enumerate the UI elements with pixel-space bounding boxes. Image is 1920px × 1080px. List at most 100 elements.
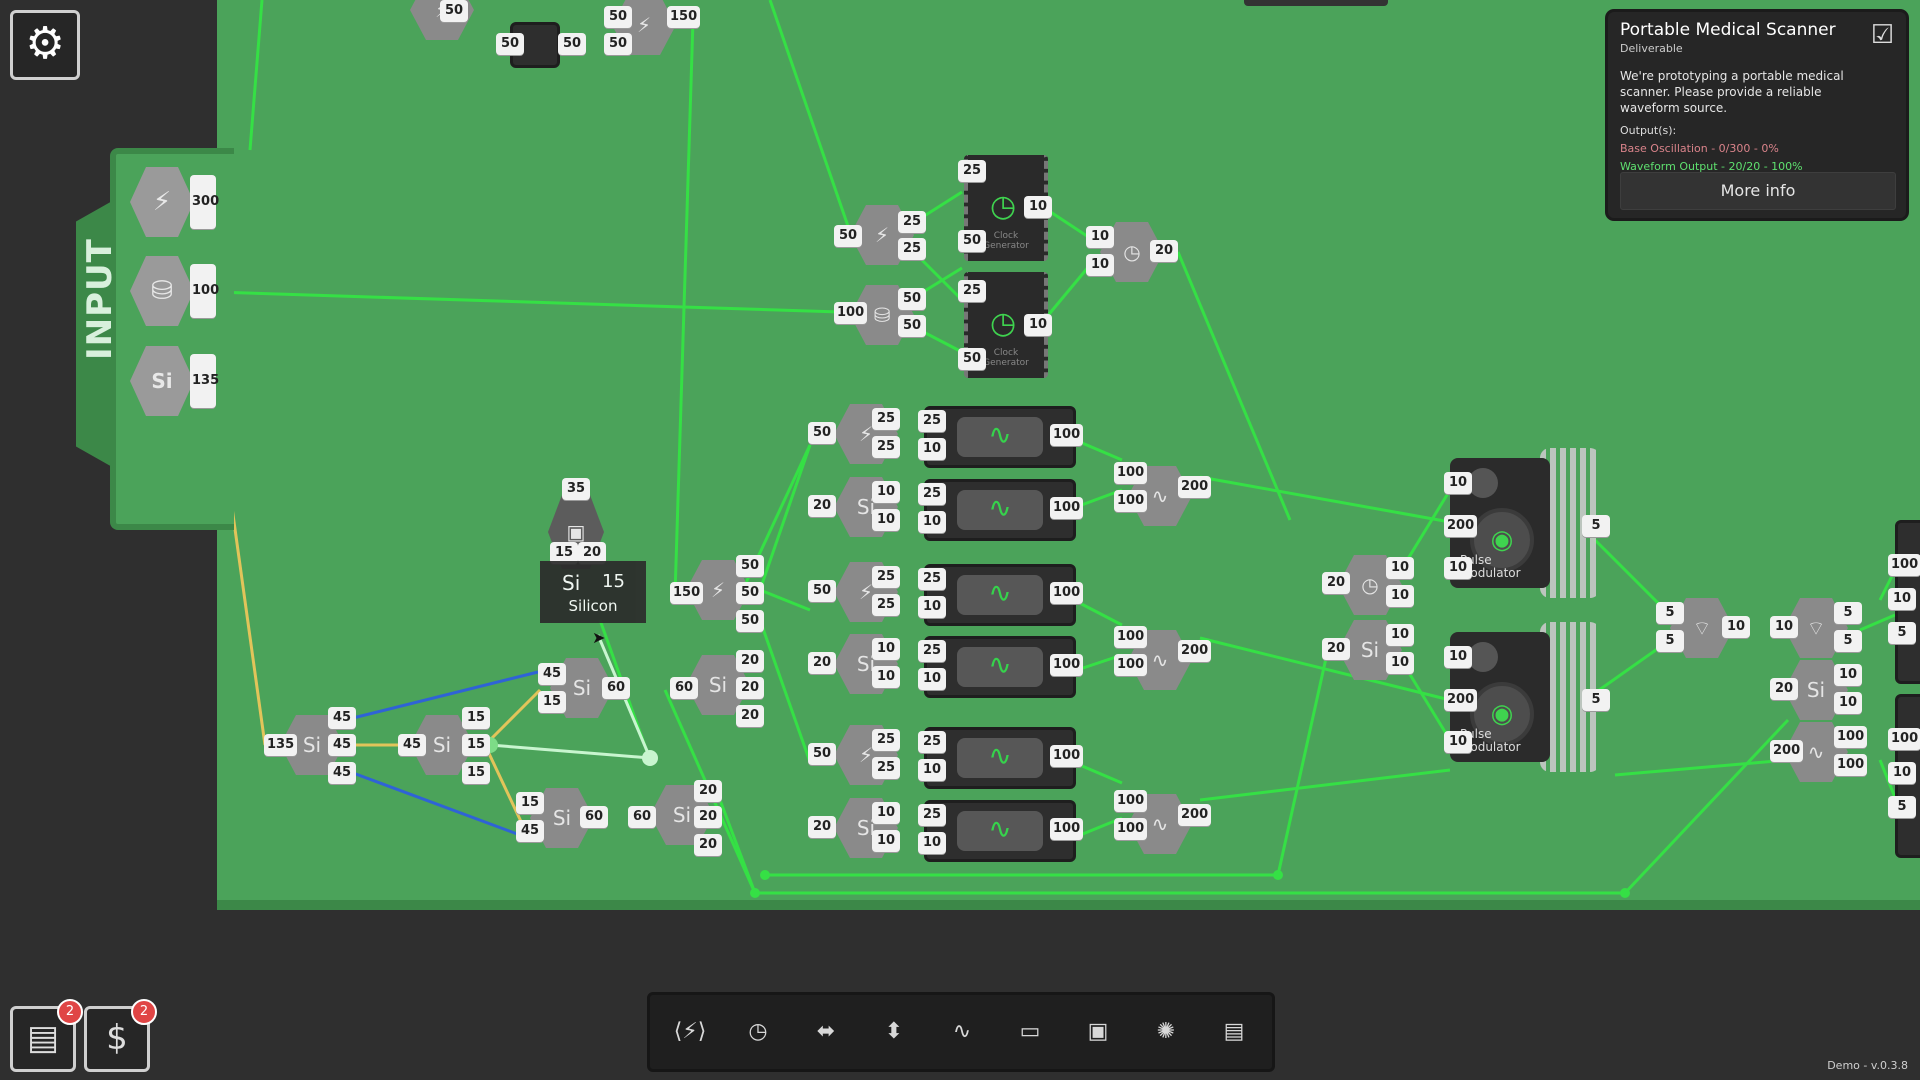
- splitter-in-port[interactable]: 50: [808, 743, 836, 765]
- oscillator-in-port[interactable]: 25: [918, 568, 946, 590]
- processor-chip-tool-button[interactable]: ▣: [1072, 1007, 1124, 1057]
- silicon-merge-bottom-out[interactable]: 60: [580, 806, 608, 828]
- power-split-clock-out-1[interactable]: 25: [898, 211, 926, 233]
- top-chip-in[interactable]: 50: [496, 33, 524, 55]
- splitter-in-port[interactable]: 20: [808, 816, 836, 838]
- clock-merge-out[interactable]: 20: [1150, 240, 1178, 262]
- wave-merge-out-port[interactable]: 200: [1178, 804, 1212, 826]
- splitter-out-port[interactable]: 25: [872, 408, 900, 430]
- splitter-out-port[interactable]: 10: [872, 666, 900, 688]
- splitter-out-port[interactable]: 10: [872, 802, 900, 824]
- wave-merge-out-port[interactable]: 200: [1178, 476, 1212, 498]
- wide-chip-tool-button[interactable]: ▭: [1004, 1007, 1056, 1057]
- clock-split-20-out-2[interactable]: 10: [1386, 585, 1414, 607]
- oscillator-in-port[interactable]: 25: [918, 410, 946, 432]
- splitter-out-port[interactable]: 10: [872, 830, 900, 852]
- wifi-merge-in-2[interactable]: 5: [1656, 630, 1684, 652]
- splitter-out-port[interactable]: 10: [872, 509, 900, 531]
- wave-merge-in-port[interactable]: 100: [1114, 490, 1148, 512]
- vertical-chip-top[interactable]: 35: [562, 478, 590, 500]
- pm1-out[interactable]: 5: [1582, 515, 1610, 537]
- clock-merge-in-2[interactable]: 10: [1086, 254, 1114, 276]
- oscillator-chip[interactable]: ∿: [924, 406, 1076, 468]
- splitter-out-port[interactable]: 10: [872, 481, 900, 503]
- wifi-merge-in-1[interactable]: 5: [1656, 602, 1684, 624]
- silicon-split-45-in[interactable]: 45: [398, 734, 426, 756]
- power-merge-out[interactable]: 150: [667, 6, 701, 28]
- checklist-icon[interactable]: ☑: [1870, 20, 1894, 50]
- oscillator-out-port[interactable]: 100: [1050, 654, 1084, 676]
- oscillator-chip[interactable]: ∿: [924, 564, 1076, 626]
- oscillator-in-port[interactable]: 25: [918, 483, 946, 505]
- clock-chip-tool-button[interactable]: ◷: [732, 1007, 784, 1057]
- settings-button[interactable]: ⚙: [10, 10, 80, 80]
- clock-merge-in-1[interactable]: 10: [1086, 226, 1114, 248]
- silicon-split-right-out-1[interactable]: 10: [1834, 664, 1862, 686]
- oscillator-out-port[interactable]: 100: [1050, 818, 1084, 840]
- power-split-150-out-1[interactable]: 50: [736, 555, 764, 577]
- splitter-in-port[interactable]: 20: [808, 652, 836, 674]
- splitter-out-port[interactable]: 25: [872, 566, 900, 588]
- power-merge-in-1[interactable]: 50: [604, 6, 632, 28]
- silicon-source-output[interactable]: 135: [190, 354, 219, 408]
- vertical-chip-bottom-2[interactable]: 20: [578, 542, 606, 564]
- oscillator-in-port[interactable]: 10: [918, 511, 946, 533]
- splitter-in-port[interactable]: 50: [808, 422, 836, 444]
- splitter-tool-button[interactable]: ⟨⚡⟩: [664, 1007, 716, 1057]
- splitter-out-port[interactable]: 10: [872, 638, 900, 660]
- splitter-out-port[interactable]: 25: [872, 757, 900, 779]
- pm2-out[interactable]: 5: [1582, 689, 1610, 711]
- clock-split-20-out-1[interactable]: 10: [1386, 557, 1414, 579]
- cylinder-source-node[interactable]: ⛁ 100: [130, 256, 219, 326]
- pm2-in-1[interactable]: 10: [1444, 646, 1472, 668]
- wave-merge-out-port[interactable]: 200: [1178, 640, 1212, 662]
- wifi-split-out-2[interactable]: 5: [1834, 630, 1862, 652]
- cylinder-split-out-2[interactable]: 50: [898, 315, 926, 337]
- power-split-150-out-2[interactable]: 50: [736, 582, 764, 604]
- edge-chip-top-port-3[interactable]: 5: [1888, 622, 1916, 644]
- wave-split-right-out-1[interactable]: 100: [1834, 726, 1868, 748]
- silicon-split-45-out-3[interactable]: 15: [462, 762, 490, 784]
- oscillator-chip-tool-button[interactable]: ∿: [936, 1007, 988, 1057]
- edge-chip-bottom-port-1[interactable]: 100: [1888, 728, 1920, 750]
- silicon-split-60-out-1[interactable]: 20: [736, 650, 764, 672]
- tasks-button[interactable]: ▤ 2: [10, 999, 83, 1072]
- silicon-split-60-out-2[interactable]: 20: [736, 677, 764, 699]
- splitter-out-port[interactable]: 25: [872, 729, 900, 751]
- modulator-chip-tool-button[interactable]: ✺: [1140, 1007, 1192, 1057]
- oscillator-in-port[interactable]: 10: [918, 759, 946, 781]
- oscillator-out-port[interactable]: 100: [1050, 424, 1084, 446]
- pm1-in-3[interactable]: 10: [1444, 557, 1472, 579]
- oscillator-in-port[interactable]: 10: [918, 596, 946, 618]
- pulse-modulator-1[interactable]: ◉ Pulse Modulator: [1420, 448, 1600, 598]
- oscillator-chip[interactable]: ∿: [924, 727, 1076, 789]
- silicon-split-135-out-3[interactable]: 45: [328, 762, 356, 784]
- merger-tool-button[interactable]: ⬌: [800, 1007, 852, 1057]
- silicon-split-20-in[interactable]: 20: [1322, 638, 1350, 660]
- converter-tool-button[interactable]: ⬍: [868, 1007, 920, 1057]
- wave-merge-in-port[interactable]: 100: [1114, 462, 1148, 484]
- oscillator-in-port[interactable]: 10: [918, 438, 946, 460]
- oscillator-out-port[interactable]: 100: [1050, 582, 1084, 604]
- board-chip-tool-button[interactable]: ▤: [1208, 1007, 1260, 1057]
- silicon-split-right-out-2[interactable]: 10: [1834, 692, 1862, 714]
- cylinder-split-out-1[interactable]: 50: [898, 288, 926, 310]
- shop-button[interactable]: $ 2: [84, 999, 157, 1072]
- oscillator-out-port[interactable]: 100: [1050, 745, 1084, 767]
- power-split-150-in[interactable]: 150: [670, 582, 704, 604]
- edge-chip-bottom-port-2[interactable]: 10: [1888, 762, 1916, 784]
- cg2-in-2[interactable]: 50: [958, 348, 986, 370]
- wifi-split-in[interactable]: 10: [1770, 616, 1798, 638]
- cylinder-split-in[interactable]: 100: [834, 302, 868, 324]
- power-source-output[interactable]: 300: [190, 175, 219, 229]
- pm2-in-2[interactable]: 200: [1444, 689, 1478, 711]
- power-split-clock-out-2[interactable]: 25: [898, 238, 926, 260]
- clock-split-20-in[interactable]: 20: [1322, 572, 1350, 594]
- power-source-node[interactable]: ⚡ 300: [130, 167, 219, 237]
- cg1-in-2[interactable]: 50: [958, 230, 986, 252]
- oscillator-in-port[interactable]: 25: [918, 804, 946, 826]
- cg1-in-1[interactable]: 25: [958, 160, 986, 182]
- splitter-in-port[interactable]: 20: [808, 495, 836, 517]
- silicon-split-right-in[interactable]: 20: [1770, 678, 1798, 700]
- top-node-a-port[interactable]: 50: [440, 0, 468, 22]
